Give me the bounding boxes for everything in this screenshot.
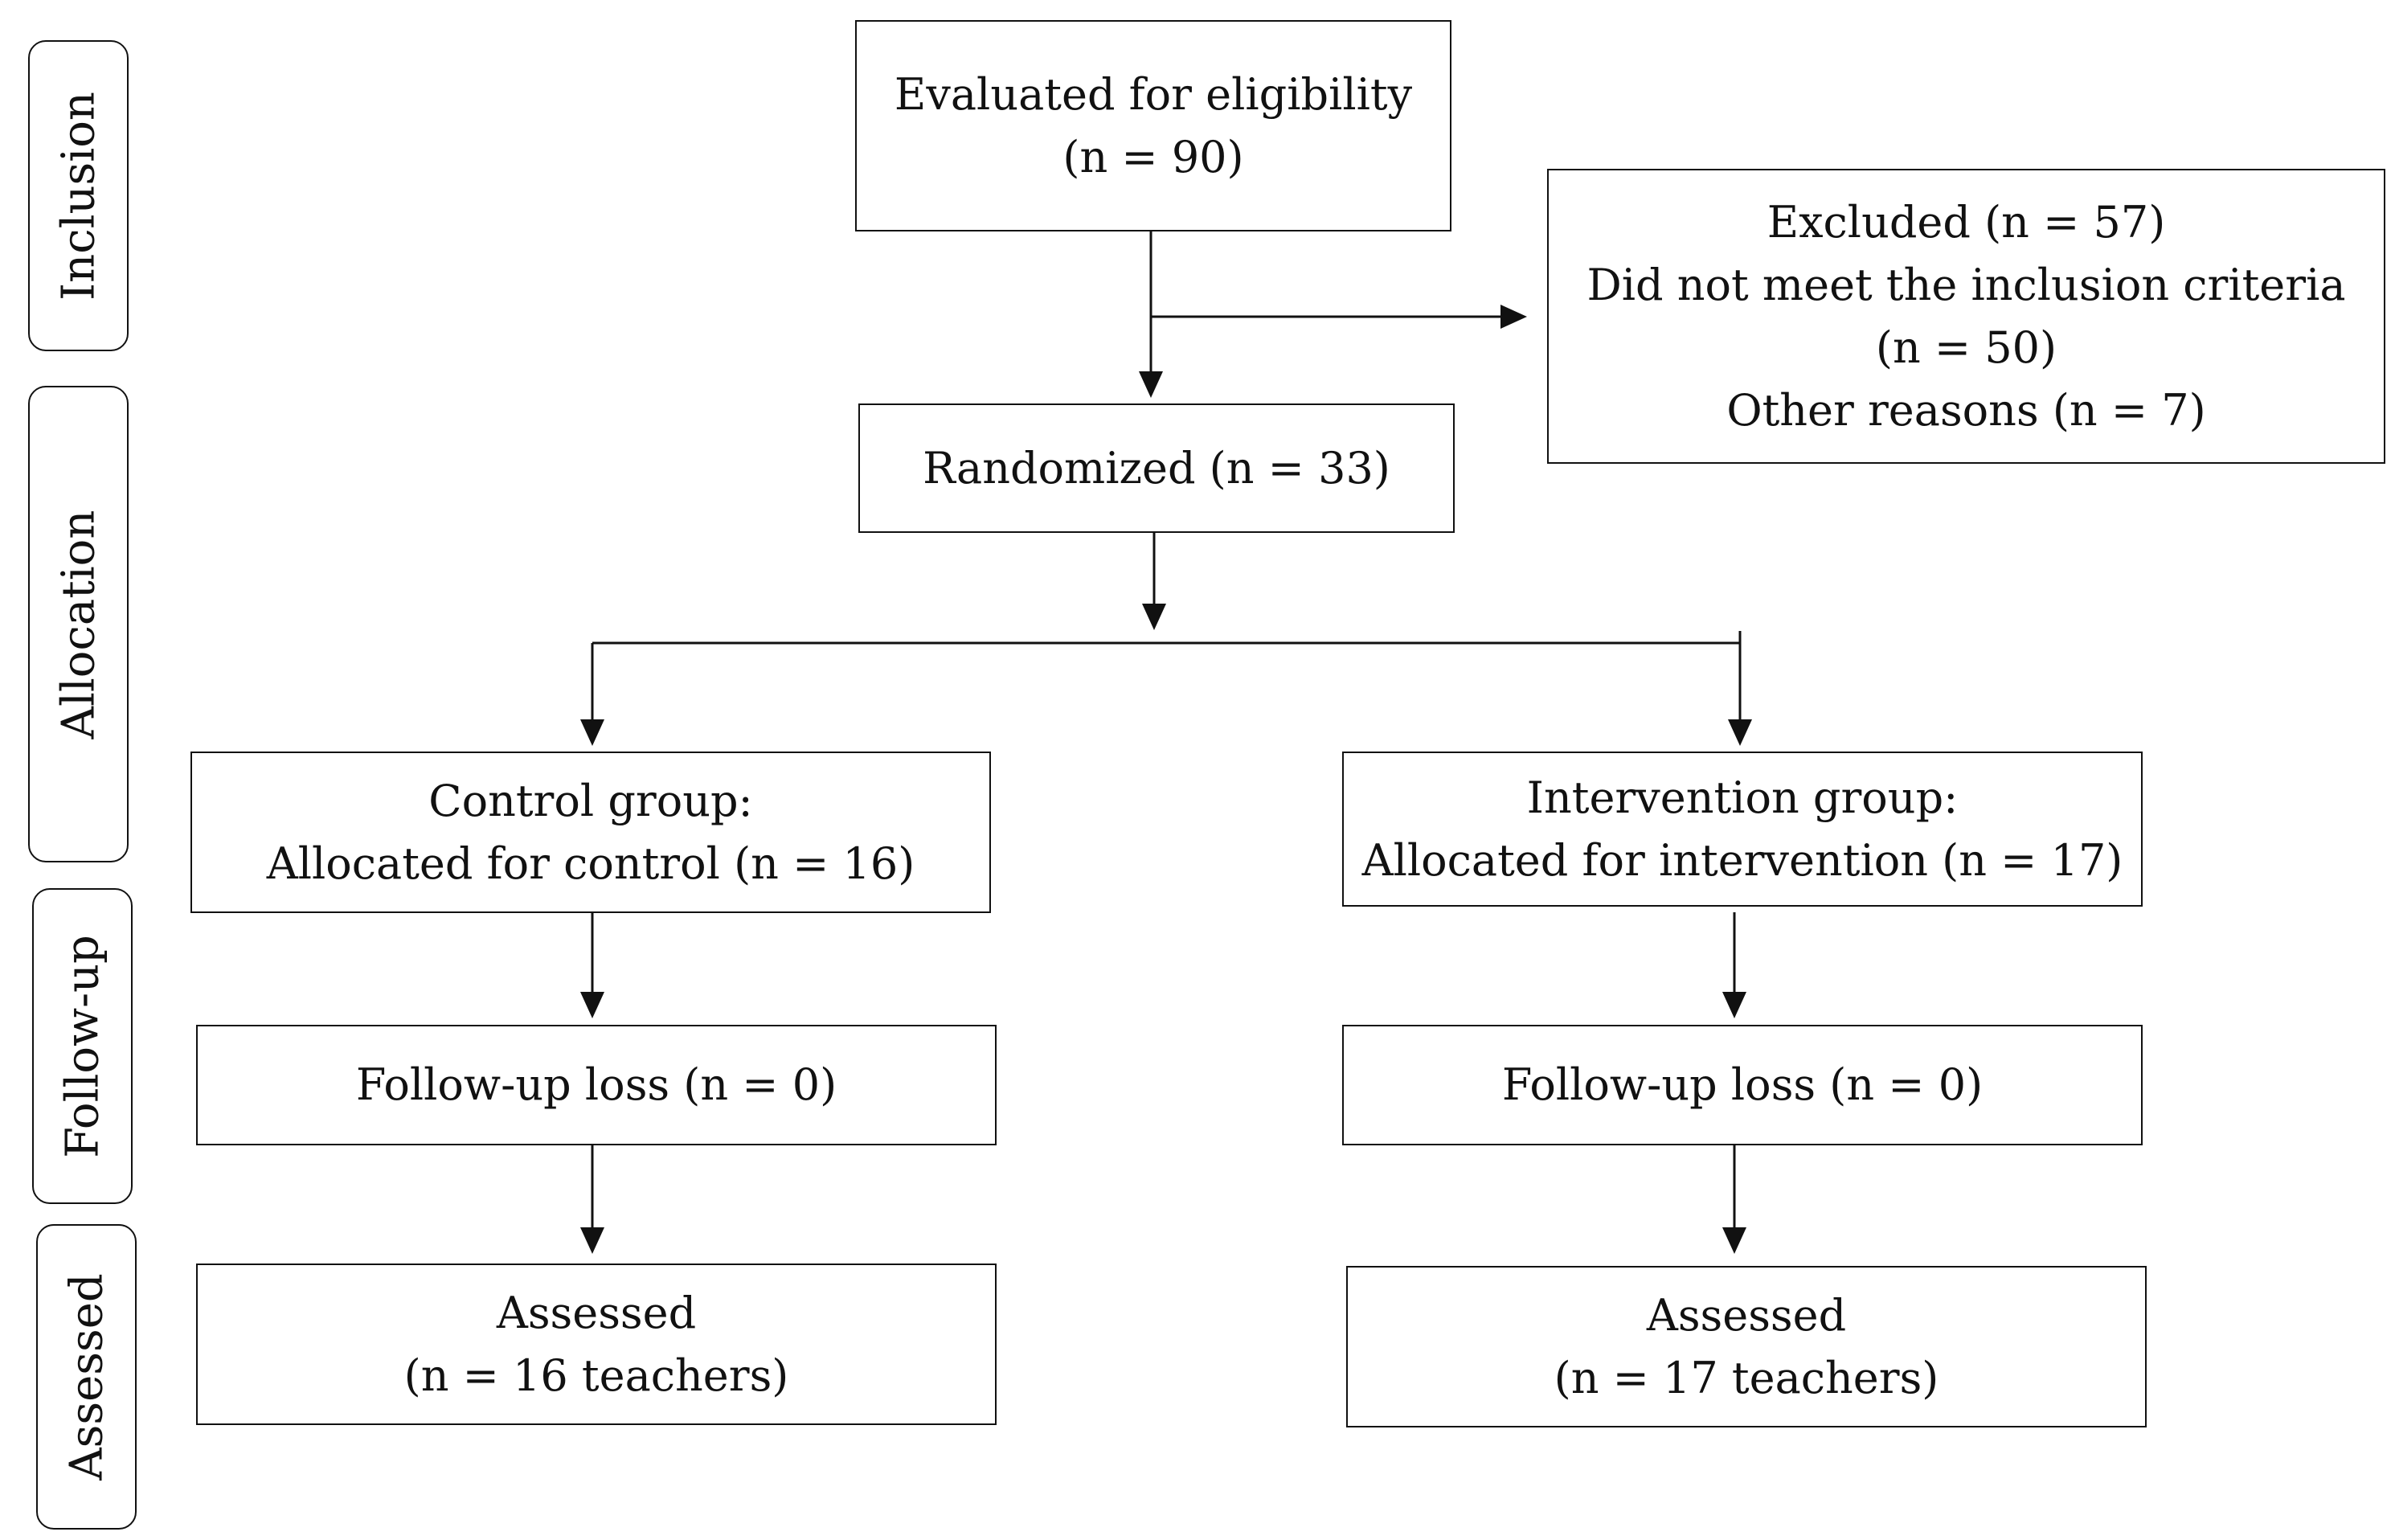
stage-followup-label: Follow-up (56, 934, 108, 1158)
intervention-group-title: Intervention group: (1526, 772, 1959, 823)
intervention-group-allocation: Allocated for intervention (n = 17) (1361, 834, 2123, 886)
stage-allocation-label: Allocation (52, 510, 104, 739)
stage-inclusion: Inclusion (28, 40, 129, 351)
excluded-title: Excluded (n = 57) (1767, 196, 2166, 248)
control-group-title: Control group: (428, 775, 753, 826)
stage-followup: Follow-up (32, 888, 133, 1204)
control-group-allocation: Allocated for control (n = 16) (266, 838, 915, 889)
intervention-assessed-title: Assessed (1646, 1289, 1847, 1341)
eligibility-title: Evaluated for eligibility (894, 68, 1413, 120)
control-assessed-title: Assessed (496, 1287, 697, 1338)
excluded-box: Excluded (n = 57) Did not meet the inclu… (1547, 169, 2385, 464)
intervention-group-box: Intervention group: Allocated for interv… (1342, 752, 2143, 907)
intervention-followup-box: Follow-up loss (n = 0) (1342, 1025, 2143, 1145)
randomized-text: Randomized (n = 33) (923, 442, 1390, 494)
control-assessed-count: (n = 16 teachers) (403, 1350, 789, 1401)
stage-allocation: Allocation (28, 386, 129, 862)
excluded-reason-criteria-count: (n = 50) (1875, 322, 2057, 373)
intervention-assessed-box: Assessed (n = 17 teachers) (1346, 1266, 2147, 1427)
intervention-followup-text: Follow-up loss (n = 0) (1501, 1059, 1984, 1110)
eligibility-box: Evaluated for eligibility (n = 90) (855, 20, 1451, 231)
control-followup-text: Follow-up loss (n = 0) (355, 1059, 837, 1110)
eligibility-count: (n = 90) (1062, 131, 1244, 182)
randomized-box: Randomized (n = 33) (858, 403, 1455, 533)
intervention-assessed-count: (n = 17 teachers) (1554, 1352, 1939, 1403)
control-followup-box: Follow-up loss (n = 0) (196, 1025, 997, 1145)
excluded-reason-criteria: Did not meet the inclusion criteria (1586, 259, 2346, 310)
control-assessed-box: Assessed (n = 16 teachers) (196, 1264, 997, 1425)
stage-inclusion-label: Inclusion (52, 91, 104, 301)
stage-assessed: Assessed (36, 1224, 137, 1530)
excluded-reason-other: Other reasons (n = 7) (1726, 384, 2206, 436)
control-group-box: Control group: Allocated for control (n … (190, 752, 991, 913)
stage-assessed-label: Assessed (60, 1273, 113, 1481)
